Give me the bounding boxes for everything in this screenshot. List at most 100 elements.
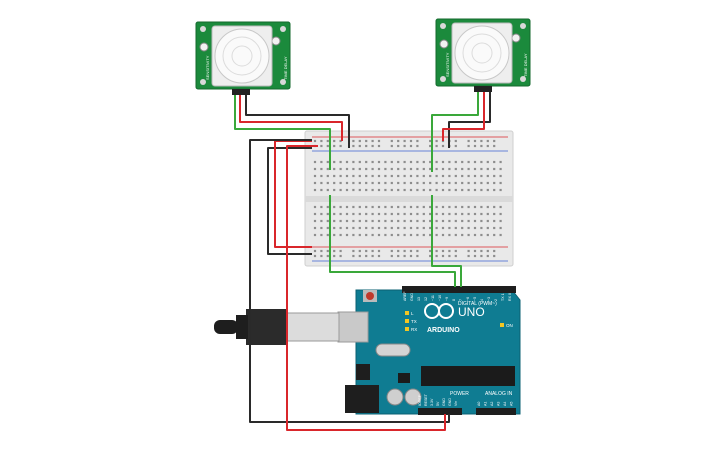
- breadboard-hole[interactable]: [473, 181, 477, 185]
- rail-hole[interactable]: [467, 254, 470, 258]
- breadboard-hole[interactable]: [467, 174, 470, 178]
- breadboard-hole[interactable]: [409, 160, 413, 164]
- breadboard-hole[interactable]: [384, 219, 387, 223]
- breadboard-hole[interactable]: [473, 160, 477, 164]
- rail-hole[interactable]: [326, 144, 329, 148]
- breadboard-hole[interactable]: [480, 205, 483, 209]
- breadboard-hole[interactable]: [365, 212, 368, 216]
- rail-hole[interactable]: [441, 144, 445, 148]
- breadboard-hole[interactable]: [480, 226, 483, 230]
- rail-hole[interactable]: [371, 139, 374, 143]
- breadboard-hole[interactable]: [448, 233, 451, 237]
- digital-header[interactable]: [402, 286, 516, 293]
- rail-hole[interactable]: [358, 249, 361, 253]
- breadboard-hole[interactable]: [371, 212, 374, 216]
- rail-hole[interactable]: [377, 254, 381, 258]
- breadboard-hole[interactable]: [339, 181, 342, 185]
- breadboard-hole[interactable]: [358, 167, 361, 171]
- breadboard-hole[interactable]: [320, 205, 323, 209]
- breadboard-hole[interactable]: [448, 188, 451, 192]
- rail-hole[interactable]: [371, 249, 374, 253]
- breadboard-hole[interactable]: [461, 167, 464, 171]
- breadboard-hole[interactable]: [352, 212, 355, 216]
- breadboard-hole[interactable]: [397, 174, 400, 178]
- breadboard-hole[interactable]: [493, 233, 496, 237]
- rail-hole[interactable]: [435, 144, 438, 148]
- breadboard-hole[interactable]: [390, 205, 393, 209]
- breadboard-hole[interactable]: [480, 181, 483, 185]
- breadboard-hole[interactable]: [358, 160, 361, 164]
- breadboard-hole[interactable]: [429, 212, 432, 216]
- breadboard-hole[interactable]: [333, 205, 336, 209]
- breadboard-hole[interactable]: [473, 212, 477, 216]
- breadboard-hole[interactable]: [467, 226, 470, 230]
- wires[interactable]: [234, 92, 491, 431]
- breadboard-hole[interactable]: [365, 233, 368, 237]
- breadboard-hole[interactable]: [339, 205, 342, 209]
- breadboard-holes[interactable]: [313, 139, 502, 258]
- breadboard-hole[interactable]: [441, 233, 445, 237]
- breadboard-hole[interactable]: [358, 219, 361, 223]
- breadboard-hole[interactable]: [493, 205, 496, 209]
- arduino-uno[interactable]: ARDUINO UNO DIGITAL (PWM~) POWER ANALOG …: [337, 286, 521, 415]
- breadboard-hole[interactable]: [493, 181, 496, 185]
- breadboard-hole[interactable]: [409, 188, 413, 192]
- breadboard-hole[interactable]: [409, 205, 413, 209]
- rail-hole[interactable]: [365, 139, 368, 143]
- breadboard-hole[interactable]: [422, 233, 425, 237]
- rail-hole[interactable]: [313, 139, 317, 143]
- breadboard-hole[interactable]: [461, 212, 464, 216]
- breadboard-hole[interactable]: [371, 174, 374, 178]
- rail-hole[interactable]: [435, 139, 438, 143]
- breadboard-hole[interactable]: [403, 205, 406, 209]
- breadboard-hole[interactable]: [377, 181, 381, 185]
- wire-rail-gnd-jumper[interactable]: [267, 147, 312, 255]
- breadboard-hole[interactable]: [416, 181, 419, 185]
- wire-right-sensor-vcc[interactable]: [442, 92, 485, 141]
- breadboard-hole[interactable]: [441, 205, 445, 209]
- breadboard-hole[interactable]: [467, 160, 470, 164]
- breadboard-hole[interactable]: [403, 233, 406, 237]
- breadboard-hole[interactable]: [467, 233, 470, 237]
- rail-hole[interactable]: [416, 249, 419, 253]
- rail-hole[interactable]: [326, 249, 329, 253]
- breadboard-hole[interactable]: [320, 233, 323, 237]
- breadboard-hole[interactable]: [429, 188, 432, 192]
- breadboard-hole[interactable]: [461, 219, 464, 223]
- breadboard-hole[interactable]: [435, 233, 438, 237]
- rail-hole[interactable]: [358, 139, 361, 143]
- breadboard-hole[interactable]: [435, 226, 438, 230]
- breadboard-hole[interactable]: [435, 205, 438, 209]
- breadboard-hole[interactable]: [320, 181, 323, 185]
- breadboard-hole[interactable]: [486, 188, 489, 192]
- rail-hole[interactable]: [429, 139, 432, 143]
- rail-hole[interactable]: [320, 144, 323, 148]
- rail-hole[interactable]: [429, 144, 432, 148]
- breadboard-hole[interactable]: [493, 226, 496, 230]
- breadboard-hole[interactable]: [416, 188, 419, 192]
- breadboard-hole[interactable]: [429, 205, 432, 209]
- breadboard-hole[interactable]: [377, 233, 381, 237]
- rail-hole[interactable]: [416, 139, 419, 143]
- rail-hole[interactable]: [493, 249, 496, 253]
- breadboard-hole[interactable]: [454, 233, 457, 237]
- breadboard-hole[interactable]: [480, 212, 483, 216]
- breadboard-hole[interactable]: [313, 167, 317, 171]
- breadboard-hole[interactable]: [473, 219, 477, 223]
- breadboard-hole[interactable]: [345, 188, 349, 192]
- breadboard-hole[interactable]: [422, 226, 425, 230]
- breadboard-hole[interactable]: [371, 181, 374, 185]
- breadboard-hole[interactable]: [461, 181, 464, 185]
- breadboard-hole[interactable]: [384, 188, 387, 192]
- breadboard-hole[interactable]: [441, 219, 445, 223]
- breadboard-hole[interactable]: [333, 188, 336, 192]
- breadboard-hole[interactable]: [409, 219, 413, 223]
- breadboard-hole[interactable]: [454, 174, 457, 178]
- power-jack[interactable]: [345, 385, 379, 413]
- breadboard-hole[interactable]: [377, 226, 381, 230]
- breadboard-hole[interactable]: [499, 219, 502, 223]
- breadboard-hole[interactable]: [486, 174, 489, 178]
- breadboard-hole[interactable]: [422, 181, 425, 185]
- breadboard-hole[interactable]: [313, 160, 317, 164]
- breadboard-hole[interactable]: [403, 188, 406, 192]
